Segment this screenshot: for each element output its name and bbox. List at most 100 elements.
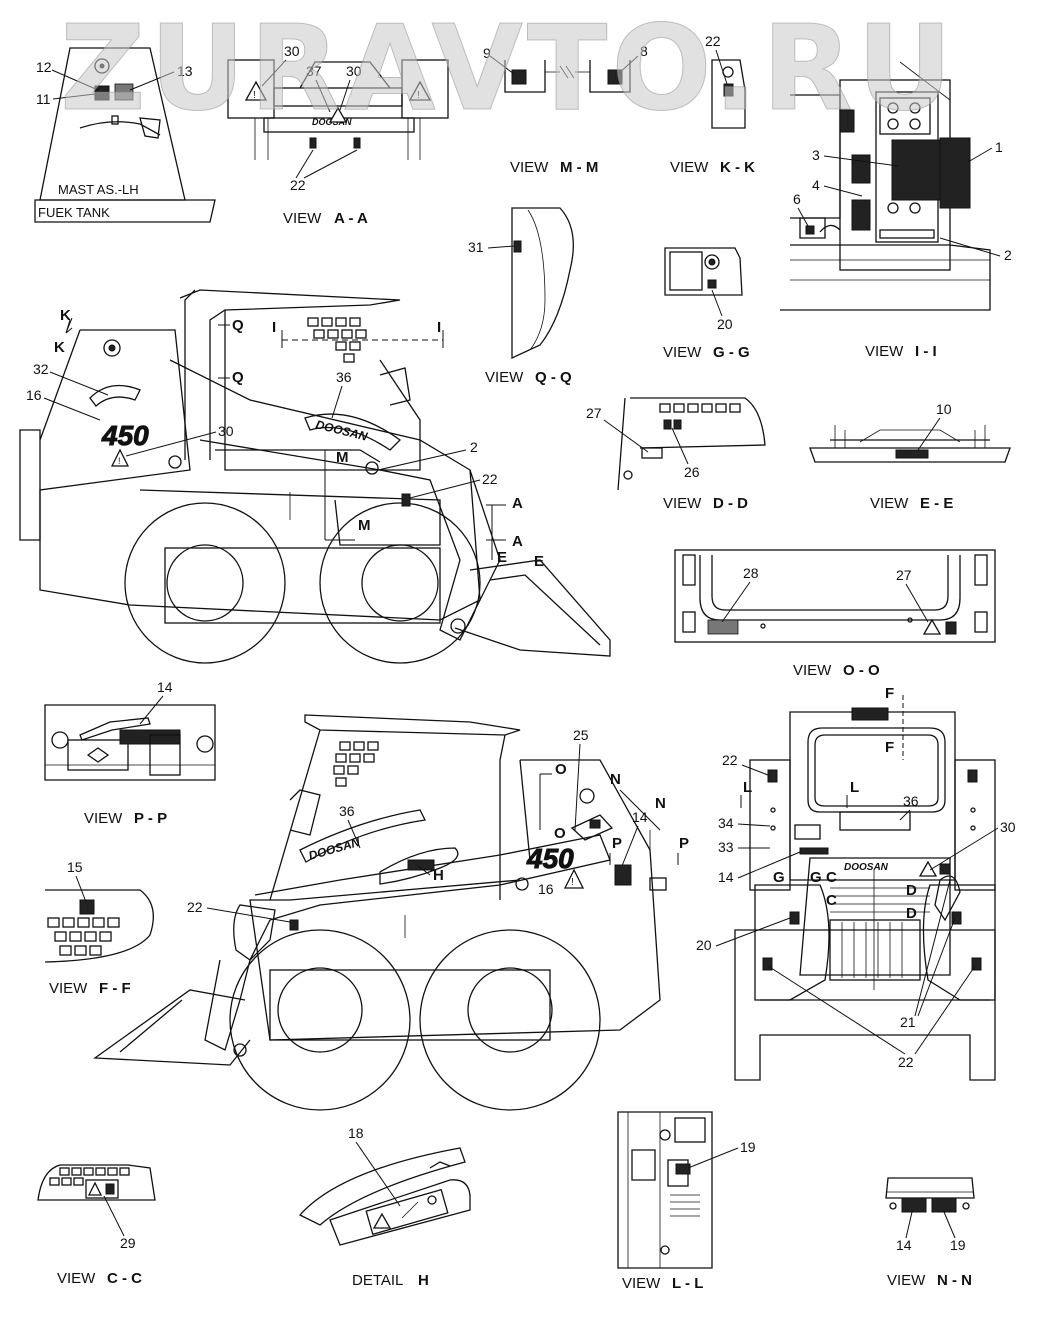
callout-19-ll: 19: [740, 1139, 756, 1155]
callout-21: 21: [900, 1014, 916, 1030]
callout-30: 30: [284, 43, 300, 59]
callout-13: 13: [177, 63, 193, 79]
mark-m-top: M: [336, 449, 349, 466]
callout-34: 34: [718, 815, 734, 831]
view-a-a-label: A - A: [334, 210, 368, 227]
mark-n-bottom: N: [655, 795, 666, 812]
view-g-g-drawing: 20 VIEW G - G: [663, 247, 750, 361]
view-o-o-label: O - O: [843, 662, 880, 679]
callout-32: 32: [33, 361, 49, 377]
view-e-e-prefix: VIEW: [870, 495, 909, 512]
callout-37: 37: [306, 63, 322, 79]
callout-20-front: 20: [696, 937, 712, 953]
view-e-e-label: E - E: [920, 495, 953, 512]
callout-2-ii: 2: [1004, 247, 1012, 263]
mast-fuel-tank-view: MAST AS.-LH FUEK TANK 12 11 13: [34, 47, 216, 223]
mark-e-left: E: [497, 549, 507, 566]
callout-11: 11: [36, 91, 51, 107]
view-o-o-drawing: 28 27 VIEW O - O: [674, 549, 996, 679]
callout-20-gg: 20: [717, 316, 733, 332]
view-i-i-drawing: 1 3 4 6 2 VIEW I - I: [780, 61, 1012, 360]
view-m-m-prefix: VIEW: [510, 159, 549, 176]
machine-side-view-left: 450 ! DOOSAN K K Q Q I I M M A A E E 32: [19, 289, 611, 664]
mark-l-left: L: [743, 779, 752, 796]
view-o-o-prefix: VIEW: [793, 662, 832, 679]
callout-10: 10: [936, 401, 952, 417]
callout-25: 25: [573, 727, 589, 743]
mark-q-top: Q: [232, 317, 244, 334]
view-f-f-prefix: VIEW: [49, 980, 88, 997]
view-c-c-drawing: 29 VIEW C - C: [37, 1164, 156, 1287]
view-m-m-drawing: 9 8 VIEW M - M: [483, 43, 648, 176]
view-f-f-label: F - F: [99, 980, 131, 997]
mark-c-bottom: C: [826, 892, 837, 909]
view-a-a-prefix: VIEW: [283, 210, 322, 227]
mark-m-bottom: M: [358, 517, 371, 534]
callout-12: 12: [36, 59, 52, 75]
view-a-a-drawing: DOOSAN ! ! 30 37 30 22 VIEW A - A: [227, 43, 449, 227]
view-q-q-prefix: VIEW: [485, 369, 524, 386]
mark-a-bottom: A: [512, 533, 523, 550]
view-d-d-prefix: VIEW: [663, 495, 702, 512]
view-k-k-drawing: 22 VIEW K - K: [670, 33, 755, 176]
callout-2-main: 2: [470, 439, 478, 455]
callout-22-front-top: 22: [722, 752, 738, 768]
callout-27-oo: 27: [896, 567, 912, 583]
model-decal-right: 450: [526, 843, 574, 874]
mark-e-right: E: [534, 553, 544, 570]
callout-3: 3: [812, 147, 820, 163]
callout-4: 4: [812, 177, 820, 193]
callout-8: 8: [640, 43, 648, 59]
view-g-g-prefix: VIEW: [663, 344, 702, 361]
mark-n-top: N: [610, 771, 621, 788]
mark-i-left: I: [272, 319, 276, 336]
mark-i-right: I: [437, 319, 441, 336]
machine-side-view-right: DOOSAN 450 ! O O N N P P H 25 36 14: [93, 714, 689, 1111]
callout-18: 18: [348, 1125, 364, 1141]
mast-label: MAST AS.-LH: [58, 182, 139, 197]
svg-text:!: !: [253, 90, 256, 101]
view-n-n-label: N - N: [937, 1272, 972, 1289]
view-i-i-label: I - I: [915, 343, 937, 360]
view-f-f-drawing: 15 VIEW F - F: [44, 859, 154, 997]
view-e-e-drawing: 10 VIEW E - E: [809, 401, 1011, 512]
mark-p-right: P: [679, 835, 689, 852]
callout-16: 16: [26, 387, 42, 403]
callout-27-dd: 27: [586, 405, 602, 421]
callout-15: 15: [67, 859, 83, 875]
callout-22-kk: 22: [705, 33, 721, 49]
callout-29: 29: [120, 1235, 136, 1251]
callout-36-front: 36: [903, 793, 919, 809]
view-d-d-label: D - D: [713, 495, 748, 512]
callout-14-pp: 14: [157, 679, 173, 695]
view-p-p-prefix: VIEW: [84, 810, 123, 827]
mark-d-bottom: D: [906, 905, 917, 922]
mark-k-bottom: K: [54, 339, 65, 356]
brand-decal-front: DOOSAN: [844, 862, 889, 873]
detail-h-drawing: 18 DETAIL H: [298, 1125, 471, 1289]
callout-30-front: 30: [1000, 819, 1016, 835]
callout-14-right: 14: [632, 809, 648, 825]
view-q-q-drawing: 31 VIEW Q - Q: [468, 207, 574, 386]
callout-16-right: 16: [538, 881, 554, 897]
mark-a-top: A: [512, 495, 523, 512]
callout-33: 33: [718, 839, 734, 855]
view-k-k-label: K - K: [720, 159, 755, 176]
callout-22-right: 22: [187, 899, 203, 915]
mark-k-top: K: [60, 307, 71, 324]
mark-p-left: P: [612, 835, 622, 852]
view-p-p-drawing: 14 VIEW P - P: [44, 679, 216, 827]
callout-36-right: 36: [339, 803, 355, 819]
mark-o-top: O: [555, 761, 567, 778]
view-q-q-label: Q - Q: [535, 369, 572, 386]
mark-g-right: G: [810, 869, 822, 886]
mark-c-top: C: [826, 869, 837, 886]
mark-o-bottom: O: [554, 825, 566, 842]
model-decal-left: 450: [101, 420, 149, 451]
callout-19-nn: 19: [950, 1237, 966, 1253]
mark-q-bottom: Q: [232, 369, 244, 386]
mark-f-bottom: F: [885, 739, 894, 756]
view-p-p-label: P - P: [134, 810, 167, 827]
view-l-l-prefix: VIEW: [622, 1275, 661, 1292]
